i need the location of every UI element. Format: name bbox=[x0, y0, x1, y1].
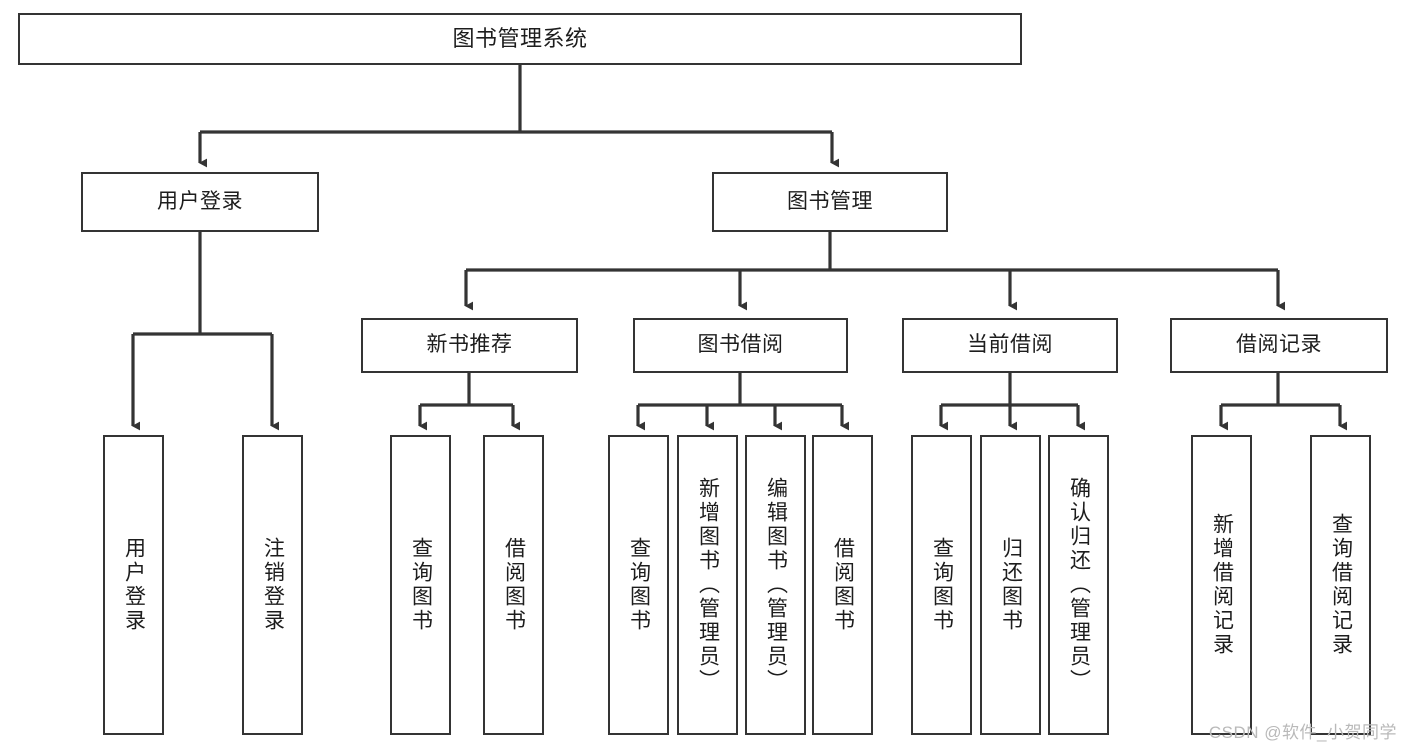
node-new-book-rec-label: 新书推荐 bbox=[426, 333, 513, 357]
node-leaf-add-book-label: 新增图书（管理员） bbox=[696, 477, 720, 693]
node-leaf-return-book-label: 归还图书 bbox=[999, 537, 1023, 633]
node-leaf-borrow-book-2-label: 借阅图书 bbox=[831, 537, 855, 633]
node-leaf-query-book-2-label: 查询图书 bbox=[627, 537, 651, 633]
node-current-borrow[interactable]: 当前借阅 bbox=[902, 318, 1118, 373]
node-leaf-query-book-1[interactable]: 查询图书 bbox=[390, 435, 451, 735]
node-borrow-record-label: 借阅记录 bbox=[1236, 333, 1322, 357]
node-current-borrow-label: 当前借阅 bbox=[967, 333, 1053, 357]
node-book-borrow-label: 图书借阅 bbox=[697, 333, 784, 357]
node-leaf-user-login-label: 用户登录 bbox=[122, 537, 146, 633]
node-leaf-add-record-label: 新增借阅记录 bbox=[1210, 513, 1234, 657]
node-book-manage[interactable]: 图书管理 bbox=[712, 172, 948, 232]
node-leaf-add-book[interactable]: 新增图书（管理员） bbox=[677, 435, 738, 735]
node-leaf-query-book-3-label: 查询图书 bbox=[930, 537, 954, 633]
node-leaf-edit-book[interactable]: 编辑图书（管理员） bbox=[745, 435, 806, 735]
node-leaf-query-book-2[interactable]: 查询图书 bbox=[608, 435, 669, 735]
csdn-watermark: CSDN @软件_小贺同学 bbox=[1208, 723, 1397, 742]
node-new-book-rec[interactable]: 新书推荐 bbox=[361, 318, 578, 373]
node-leaf-confirm-ret[interactable]: 确认归还（管理员） bbox=[1048, 435, 1109, 735]
node-book-borrow[interactable]: 图书借阅 bbox=[633, 318, 848, 373]
node-book-manage-label: 图书管理 bbox=[787, 189, 873, 213]
node-leaf-borrow-book-1[interactable]: 借阅图书 bbox=[483, 435, 544, 735]
node-leaf-query-book-1-label: 查询图书 bbox=[409, 537, 433, 633]
node-leaf-return-book[interactable]: 归还图书 bbox=[980, 435, 1041, 735]
node-user-login[interactable]: 用户登录 bbox=[81, 172, 319, 232]
node-leaf-query-book-3[interactable]: 查询图书 bbox=[911, 435, 972, 735]
node-leaf-add-record[interactable]: 新增借阅记录 bbox=[1191, 435, 1252, 735]
node-leaf-edit-book-label: 编辑图书（管理员） bbox=[764, 477, 788, 693]
node-root[interactable]: 图书管理系统 bbox=[18, 13, 1022, 65]
node-leaf-query-record[interactable]: 查询借阅记录 bbox=[1310, 435, 1371, 735]
node-root-label: 图书管理系统 bbox=[452, 26, 588, 52]
node-leaf-query-record-label: 查询借阅记录 bbox=[1329, 513, 1353, 657]
node-leaf-logout[interactable]: 注销登录 bbox=[242, 435, 303, 735]
node-leaf-confirm-ret-label: 确认归还（管理员） bbox=[1067, 477, 1091, 693]
node-user-login-label: 用户登录 bbox=[157, 189, 243, 213]
node-leaf-borrow-book-1-label: 借阅图书 bbox=[502, 537, 526, 633]
node-leaf-logout-label: 注销登录 bbox=[261, 537, 285, 633]
node-leaf-user-login[interactable]: 用户登录 bbox=[103, 435, 164, 735]
node-leaf-borrow-book-2[interactable]: 借阅图书 bbox=[812, 435, 873, 735]
node-borrow-record[interactable]: 借阅记录 bbox=[1170, 318, 1388, 373]
